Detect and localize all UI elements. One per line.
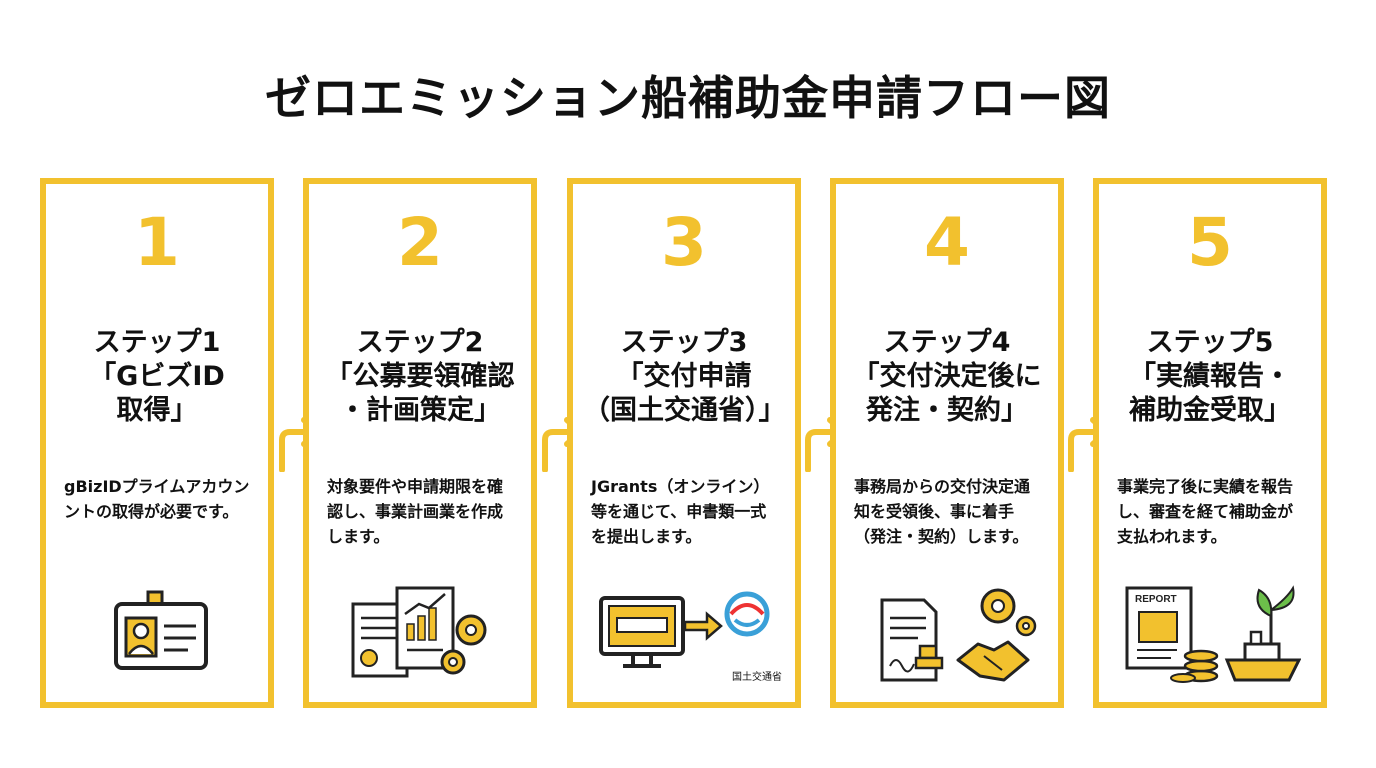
step-title-line1: 「実績報告・ — [1129, 361, 1291, 392]
contract-handshake-icon — [880, 588, 1037, 682]
step-title-line2: （国土交通省）」 — [583, 395, 786, 426]
step-card-1: 1 ステップ1 「GビズID 取得」 gBizIDプライムアカウンントの取得が必… — [40, 178, 274, 708]
step-title-line2: 補助金受取」 — [1129, 395, 1291, 426]
step-title-line2: 取得」 — [116, 395, 198, 426]
step-heading: ステップ5 「実績報告・ 補助金受取」 — [1109, 326, 1311, 428]
page-title: ゼロエミッション船補助金申請フロー図 — [265, 71, 1111, 125]
step-number: 1 — [134, 204, 180, 281]
step-description: 事業完了後に実績を報告し、審査を経て補助金が支払われます。 — [1117, 477, 1294, 546]
step-card-2: 2 ステップ2 「公募要領確認 ・計画策定」 対象要件や申請期限を確認し、事業計… — [303, 178, 537, 708]
business-plan-icon — [351, 586, 487, 678]
step-label: ステップ5 — [1146, 327, 1274, 358]
step-label: ステップ4 — [883, 327, 1011, 358]
step-heading: ステップ4 「交付決定後に 発注・契約」 — [846, 326, 1048, 428]
step-label: ステップ3 — [620, 327, 748, 358]
step-card-4: 4 ステップ4 「交付決定後に 発注・契約」 事務局からの交付決定通知を受領後、… — [830, 178, 1064, 708]
step-number: 5 — [1187, 204, 1233, 281]
step-title-line1: 「公募要領確認 — [325, 361, 515, 392]
step-description: gBizIDプライムアカウンントの取得が必要です。 — [64, 477, 250, 521]
mlit-logo-label: 国土交通省 — [732, 672, 782, 683]
step-heading: ステップ3 「交付申請 （国土交通省）」 — [583, 326, 786, 428]
step-heading: ステップ2 「公募要領確認 ・計画策定」 — [319, 326, 521, 428]
online-submission-icon — [599, 591, 770, 668]
report-label: REPORT — [1135, 594, 1177, 605]
step-title-line2: ・計画策定」 — [339, 395, 501, 426]
step-description: 事務局からの交付決定通知を受領後、事に着手（発注・契約）します。 — [854, 477, 1031, 546]
step-card-5: 5 ステップ5 「実績報告・ 補助金受取」 事業完了後に実績を報告し、審査を経て… — [1093, 178, 1327, 708]
step-number: 3 — [661, 204, 707, 281]
step-description: JGrants（オンライン）等を通じて、申書類一式を提出します。 — [591, 477, 770, 546]
step-title-line2: 発注・契約」 — [866, 395, 1028, 426]
step-label: ステップ1 — [93, 327, 221, 358]
step-description: 対象要件や申請期限を確認し、事業計画業を作成します。 — [327, 477, 504, 546]
step-card-3: 3 ステップ3 「交付申請 （国土交通省）」 JGrants（オンライン）等を通… — [567, 178, 801, 708]
id-card-icon — [114, 590, 208, 670]
step-heading: ステップ1 「GビズID 取得」 — [56, 326, 258, 428]
step-title-line1: 「GビズID — [89, 361, 225, 392]
step-title-line1: 「交付決定後に — [852, 361, 1042, 392]
step-number: 2 — [397, 204, 443, 281]
step-number: 4 — [924, 204, 970, 281]
step-title-line1: 「交付申請 — [616, 361, 752, 392]
step-label: ステップ2 — [356, 327, 484, 358]
report-ship-icon: REPORT — [1125, 585, 1301, 683]
